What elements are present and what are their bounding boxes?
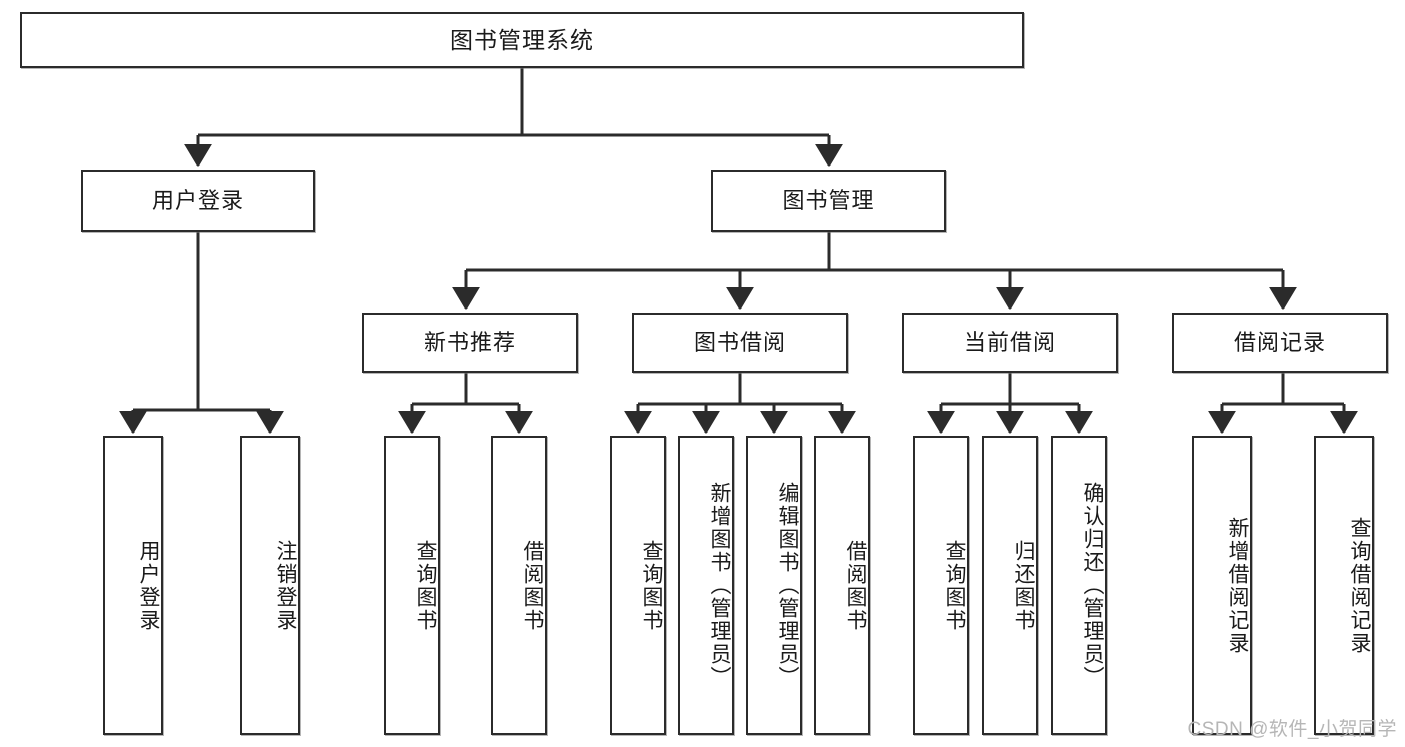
node-leaf-query-record-label: 查询借阅记录 xyxy=(1348,516,1371,655)
node-new-book-recommend-label: 新书推荐 xyxy=(423,330,516,356)
node-leaf-borrow-book-1-label: 借阅图书 xyxy=(521,539,544,632)
node-leaf-user-login-label: 用户登录 xyxy=(137,539,160,632)
node-new-book-recommend[interactable]: 新书推荐 xyxy=(362,313,578,373)
node-leaf-edit-book-label: 编辑图书（管理员） xyxy=(776,482,799,689)
node-borrow-record-label: 借阅记录 xyxy=(1233,330,1326,356)
node-leaf-confirm-return[interactable]: 确认归还（管理员） xyxy=(1051,436,1107,735)
node-leaf-query-book-1[interactable]: 查询图书 xyxy=(384,436,440,735)
node-leaf-query-book-2-label: 查询图书 xyxy=(640,539,663,632)
node-book-management-label: 图书管理 xyxy=(782,188,875,214)
node-leaf-borrow-book-2-label: 借阅图书 xyxy=(844,539,867,632)
node-root[interactable]: 图书管理系统 xyxy=(20,12,1024,68)
node-user-login-label: 用户登录 xyxy=(151,188,244,214)
node-leaf-borrow-book-2[interactable]: 借阅图书 xyxy=(814,436,870,735)
node-leaf-borrow-book-1[interactable]: 借阅图书 xyxy=(491,436,547,735)
node-leaf-return-book-label: 归还图书 xyxy=(1012,539,1035,632)
node-leaf-query-book-3-label: 查询图书 xyxy=(943,539,966,632)
node-leaf-edit-book[interactable]: 编辑图书（管理员） xyxy=(746,436,802,735)
node-book-borrow-label: 图书借阅 xyxy=(693,330,786,356)
node-leaf-query-book-3[interactable]: 查询图书 xyxy=(913,436,969,735)
node-current-borrow[interactable]: 当前借阅 xyxy=(902,313,1118,373)
node-book-management[interactable]: 图书管理 xyxy=(711,170,946,232)
node-user-login[interactable]: 用户登录 xyxy=(81,170,315,232)
node-leaf-query-record[interactable]: 查询借阅记录 xyxy=(1314,436,1374,735)
node-book-borrow[interactable]: 图书借阅 xyxy=(632,313,848,373)
node-leaf-add-book-label: 新增图书（管理员） xyxy=(708,482,731,689)
node-borrow-record[interactable]: 借阅记录 xyxy=(1172,313,1388,373)
node-leaf-user-logout-label: 注销登录 xyxy=(274,539,297,632)
node-current-borrow-label: 当前借阅 xyxy=(963,330,1056,356)
node-leaf-add-book[interactable]: 新增图书（管理员） xyxy=(678,436,734,735)
node-leaf-add-record[interactable]: 新增借阅记录 xyxy=(1192,436,1252,735)
node-leaf-user-login[interactable]: 用户登录 xyxy=(103,436,163,735)
node-leaf-user-logout[interactable]: 注销登录 xyxy=(240,436,300,735)
node-root-label: 图书管理系统 xyxy=(450,26,594,53)
node-leaf-add-record-label: 新增借阅记录 xyxy=(1226,516,1249,655)
node-leaf-return-book[interactable]: 归还图书 xyxy=(982,436,1038,735)
node-leaf-query-book-1-label: 查询图书 xyxy=(414,539,437,632)
node-leaf-confirm-return-label: 确认归还（管理员） xyxy=(1081,482,1104,689)
node-leaf-query-book-2[interactable]: 查询图书 xyxy=(610,436,666,735)
